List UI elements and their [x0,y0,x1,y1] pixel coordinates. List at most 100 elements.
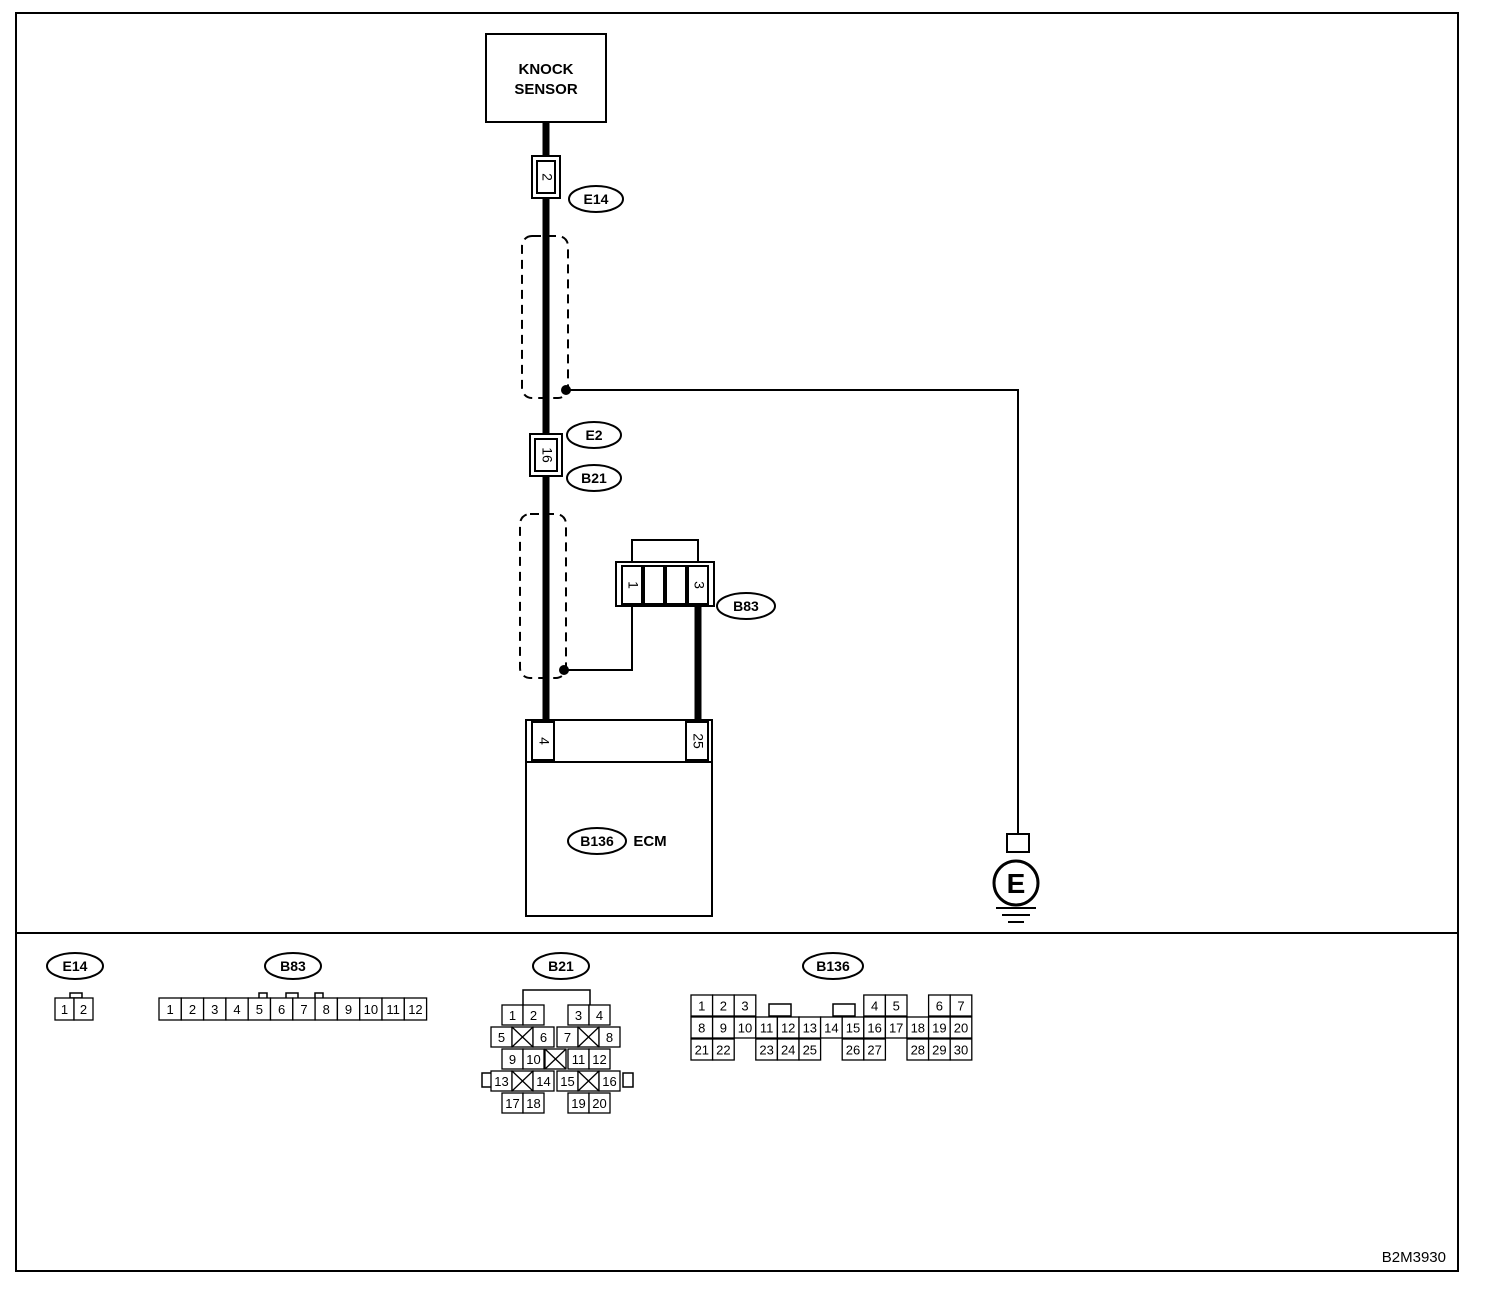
legend-b21-pin: 2 [530,1008,537,1023]
legend-e14-tag [46,952,104,980]
legend-b21-pin: 20 [592,1096,606,1111]
legend-b136-pin: 1 [698,999,705,1014]
legend-b136-pin: 13 [803,1021,817,1036]
legend-b21-pin: 4 [596,1008,603,1023]
legend-b21-pin: 12 [592,1052,606,1067]
knock-sensor-label-1: KNOCK [519,61,574,78]
legend-b21-cell [588,1048,611,1070]
connector-e2-code: E2 [585,427,602,443]
legend-b136-cell [949,1038,973,1061]
legend-b83-pin: 6 [278,1002,285,1017]
legend-b21-cell [522,1092,545,1114]
legend-b21-pin: 16 [602,1074,616,1089]
connector-e2-tag [566,421,622,449]
ecm-pin-right: 25 [690,733,706,749]
legend-b136-pin: 28 [911,1043,925,1058]
lower-shield [519,513,567,679]
legend-b136-pin: 2 [720,999,727,1014]
legend-b83-pin: 5 [256,1002,263,1017]
legend-b21-cavity-cross [544,1048,567,1070]
legend-b21-code: B21 [548,958,574,974]
connector-b83-cell-2 [643,565,665,605]
legend-b136-pin: 14 [824,1021,838,1036]
ecm-label: ECM [633,833,666,850]
legend-b21-pin: 5 [498,1030,505,1045]
connector-b83: 1 3 B83 [615,539,776,620]
legend-b136-pin: 26 [846,1043,860,1058]
legend-b21-cell [532,1070,555,1092]
legend-b136-pin: 12 [781,1021,795,1036]
legend-b21-cell [522,1004,545,1026]
legend-b21-cavity-cross [577,1070,600,1092]
legend-b136-cell [733,994,757,1017]
legend-b136-pin: 20 [954,1021,968,1036]
legend-b21-side-key-right [622,1072,634,1088]
legend-b21-cavity-cross [511,1026,534,1048]
legend-b136-pin: 27 [867,1043,881,1058]
legend-b136-key-1 [768,1003,792,1017]
legend-b136-pin: 8 [698,1021,705,1036]
ecm-pin-left: 4 [536,737,552,745]
legend-b136-pin: 11 [760,1021,774,1036]
legend-b136-pin: 10 [738,1021,752,1036]
legend-b136-tag [802,952,864,980]
legend-b21-cell [598,1070,621,1092]
legend-b21-pin: 18 [526,1096,540,1111]
connector-e14-tag [568,185,624,213]
connector-b83-pin-left: 1 [625,581,641,589]
legend-b136-pin: 5 [893,999,900,1014]
connector-b21-tag [566,464,622,492]
legend-b136-pin: 24 [781,1043,795,1058]
legend-b21-pin: 14 [536,1074,550,1089]
legend-b83-cell [403,997,428,1021]
connector-e14-pin: 2 [539,173,555,181]
legend-b136-pin: 7 [957,999,964,1014]
legend-b21-pin: 6 [540,1030,547,1045]
ground-drain-wire [566,389,1019,836]
legend-b136-cell [949,994,973,1017]
legend-b136-code: B136 [816,958,850,974]
legend-b83-code: B83 [280,958,306,974]
legend-b136-pin: 19 [932,1021,946,1036]
legend-b136-pin: 18 [911,1021,925,1036]
legend-b136-pin: 17 [889,1021,903,1036]
legend-b21-pin: 13 [494,1074,508,1089]
connector-b83-pin-right: 3 [691,581,707,589]
legend-b21-pin: 3 [575,1008,582,1023]
diagram-frame [15,12,1459,1272]
legend-b21-pin: 8 [606,1030,613,1045]
connector-e2-b21-pin: 16 [539,447,555,463]
connector-b83-latch [631,539,699,565]
legend-b136-key-2 [832,1003,856,1017]
legend-b136-cell [884,994,908,1017]
upper-shield [521,235,569,399]
legend-b21-pin: 1 [509,1008,516,1023]
legend-b21-pin: 7 [564,1030,571,1045]
figure-code: B2M3930 [1382,1249,1446,1266]
legend-b21-latch [522,989,591,1008]
legend-b21-tag [532,952,590,980]
connector-e14-code: E14 [584,191,609,207]
legend-b21-pin: 19 [571,1096,585,1111]
legend-e14-pin: 2 [80,1002,87,1017]
legend-b21-cavity-cross [577,1026,600,1048]
legend-b136-cell [711,1038,735,1061]
legend-e14-cell [73,997,94,1021]
legend-b83-pin: 4 [233,1002,240,1017]
legend-b21-cell [532,1026,555,1048]
legend-e14-code: E14 [63,958,88,974]
ground-circle [992,859,1040,907]
ecm-pin-cell-right [685,721,709,761]
connector-e14-inner [536,160,556,194]
legend-b136-pin: 29 [932,1043,946,1058]
legend-b21-cell [588,1004,611,1026]
ground-symbol-letter: E [1007,868,1026,899]
legend-b83-pin: 11 [386,1002,400,1017]
